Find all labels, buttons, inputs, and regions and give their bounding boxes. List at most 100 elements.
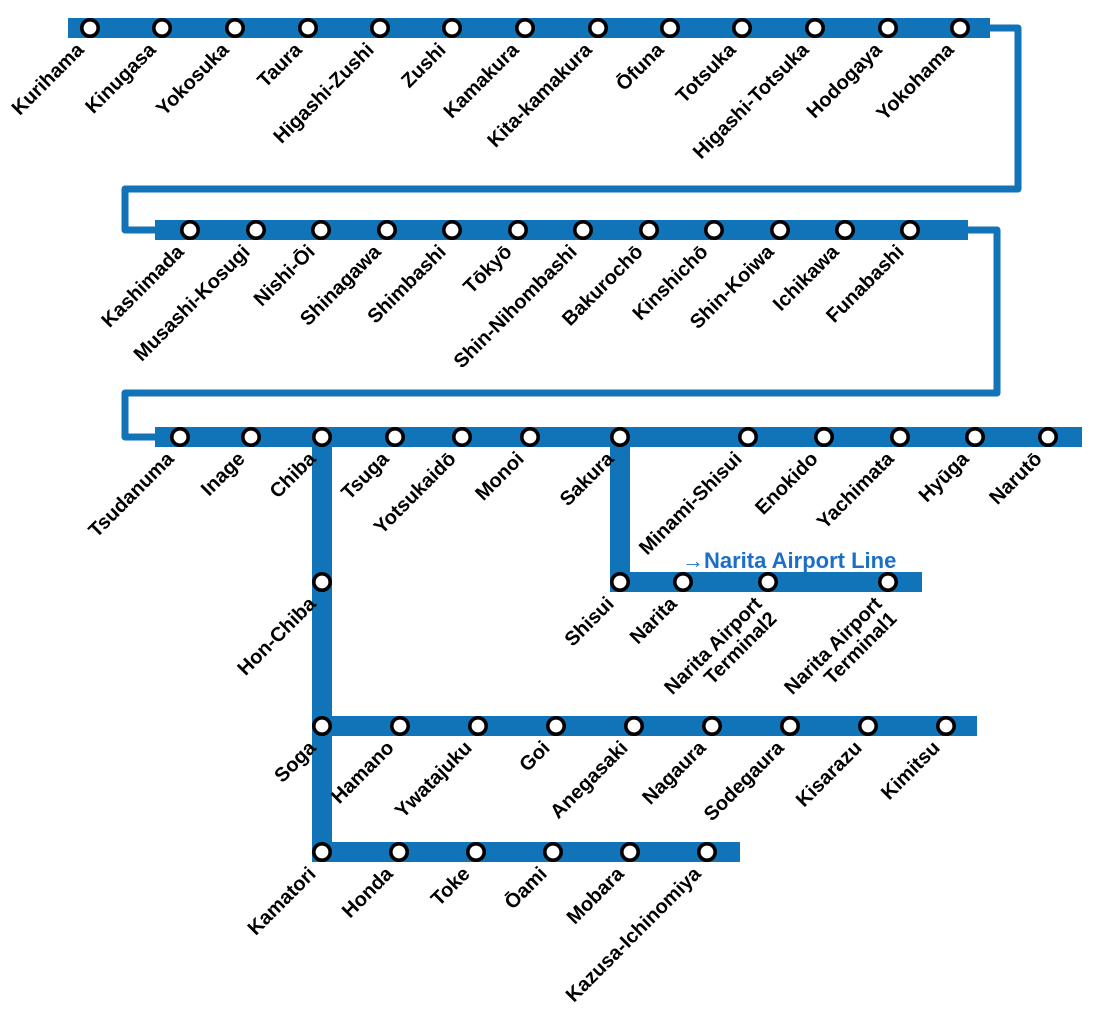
station-ichikawa-marker [834,220,855,241]
connector-funabashi-to-tsudanuma [121,226,1001,441]
station-goi-marker [545,715,566,736]
station-hamano-marker [389,715,410,736]
station-ywatajuku-marker [467,715,488,736]
line-sakura-narita-branch-band [610,427,630,592]
station-sakura-marker [609,426,630,447]
station-narita-airport-terminal1-label: Narita AirportTerminal1 [780,593,901,714]
station-taura-label: Taura [254,38,308,92]
station-hyuga-label: Hyūga [915,447,974,506]
station-shimbashi-marker [441,220,462,241]
station-tsudanuma-label: Tsudanuma [85,447,179,541]
station-hon-chiba-label: Hon-Chiba [233,592,321,680]
station-narita-airport-terminal1-marker [877,571,898,592]
station-yokosuka-label: Yokosuka [152,38,234,120]
station-musashi-kosugi-label: Musashi-Kosugi [130,241,255,366]
station-soga-marker [311,715,332,736]
station-goi-label: Goi [515,737,554,776]
station-shisui-label: Shisui [561,593,619,651]
station-honda-marker [388,841,409,862]
station-yotsukaido-marker [451,426,472,447]
station-kazusa-ichinomiya-marker [696,841,717,862]
station-enokido-marker [813,426,834,447]
station-zushi-marker [441,17,462,38]
station-toke-label: Toke [427,863,475,911]
station-higashi-totsuka-marker [804,17,825,38]
station-kamakura-marker [514,17,535,38]
station-minami-shisui-marker [737,426,758,447]
station-yachimata-marker [889,426,910,447]
station-yokohama-label: Yokohama [873,38,960,125]
station-kinugasa-marker [152,17,173,38]
station-shisui-marker [609,571,630,592]
station-kita-kamakura-marker [587,17,608,38]
station-yachimata-label: Yachimata [813,447,899,533]
station-taura-marker [297,17,318,38]
station-chiba-marker [311,426,332,447]
station-toke-marker [465,841,486,862]
station-naruto-marker [1038,426,1059,447]
station-sodegaura-label: Sodegaura [700,736,789,825]
station-kamatori-marker [311,841,332,862]
station-nishi-oi-marker [310,220,331,241]
station-narita-marker [672,571,693,592]
station-higashi-zushi-marker [369,17,390,38]
line-second-row-band [155,220,968,240]
station-anegasaki-marker [623,715,644,736]
station-totsuka-label: Totsuka [672,38,741,107]
station-sodegaura-marker [779,715,800,736]
station-hon-chiba-marker [311,571,332,592]
station-ywatajuku-label: Ywatajuku [391,737,477,823]
station-kimitsu-marker [935,715,956,736]
station-kurihama-marker [80,17,101,38]
station-naruto-label: Narutō [985,448,1046,509]
station-kisarazu-label: Kisarazu [792,737,867,812]
station-shin-koiwa-marker [769,220,790,241]
station-yokohama-marker [949,17,970,38]
station-ofuna-label: Ōfuna [612,38,669,95]
station-kamatori-label: Kamatori [244,863,321,940]
station-ofuna-marker [659,17,680,38]
station-mobara-label: Mobara [563,862,629,928]
station-monoi-marker [519,426,540,447]
station-minami-shisui-label: Minami-Shisui [635,448,746,559]
station-hamano-label: Hamano [327,737,398,808]
station-oami-label: Ōami [501,863,552,914]
station-monoi-label: Monoi [471,448,528,505]
station-totsuka-marker [731,17,752,38]
station-sakura-label: Sakura [556,447,619,510]
station-kimitsu-label: Kimitsu [877,737,944,804]
station-musashi-kosugi-marker [246,220,267,241]
line-kamatori-row-band [312,842,740,862]
line-chiba-branch-band [312,427,332,862]
station-shinagawa-marker [376,220,397,241]
station-yokosuka-marker [225,17,246,38]
station-tsuga-label: Tsuga [337,447,394,504]
station-enokido-label: Enokido [751,448,822,519]
station-anegasaki-label: Anegasaki [546,737,632,823]
station-kashimada-marker [180,220,201,241]
station-narita-airport-terminal2-marker [757,571,778,592]
station-nishi-oi-label: Nishi-Ōi [250,241,320,311]
station-hodogaya-marker [877,17,898,38]
station-shin-nihombashi-label: Shin-Nihombashi [450,241,582,373]
station-tokyo-marker [507,220,528,241]
station-kurihama-label: Kurihama [8,38,89,119]
station-tsudanuma-marker [170,426,191,447]
station-funabashi-marker [899,220,920,241]
station-tsuga-marker [384,426,405,447]
station-kinshicho-marker [703,220,724,241]
station-tokyo-label: Tōkyō [459,241,516,298]
connector-yokohama-to-kashimada [121,24,1022,234]
station-inage-label: Inage [197,448,250,501]
station-kisarazu-marker [857,715,878,736]
station-zushi-label: Zushi [397,39,450,92]
station-nagaura-label: Nagaura [638,736,711,809]
station-kazusa-ichinomiya-label: Kazusa-Ichinomiya [562,862,706,1006]
narita-airport-line-note: →Narita Airport Line [682,548,896,573]
station-nagaura-marker [701,715,722,736]
station-shin-nihombashi-marker [572,220,593,241]
station-hyuga-marker [964,426,985,447]
station-honda-label: Honda [338,862,398,922]
